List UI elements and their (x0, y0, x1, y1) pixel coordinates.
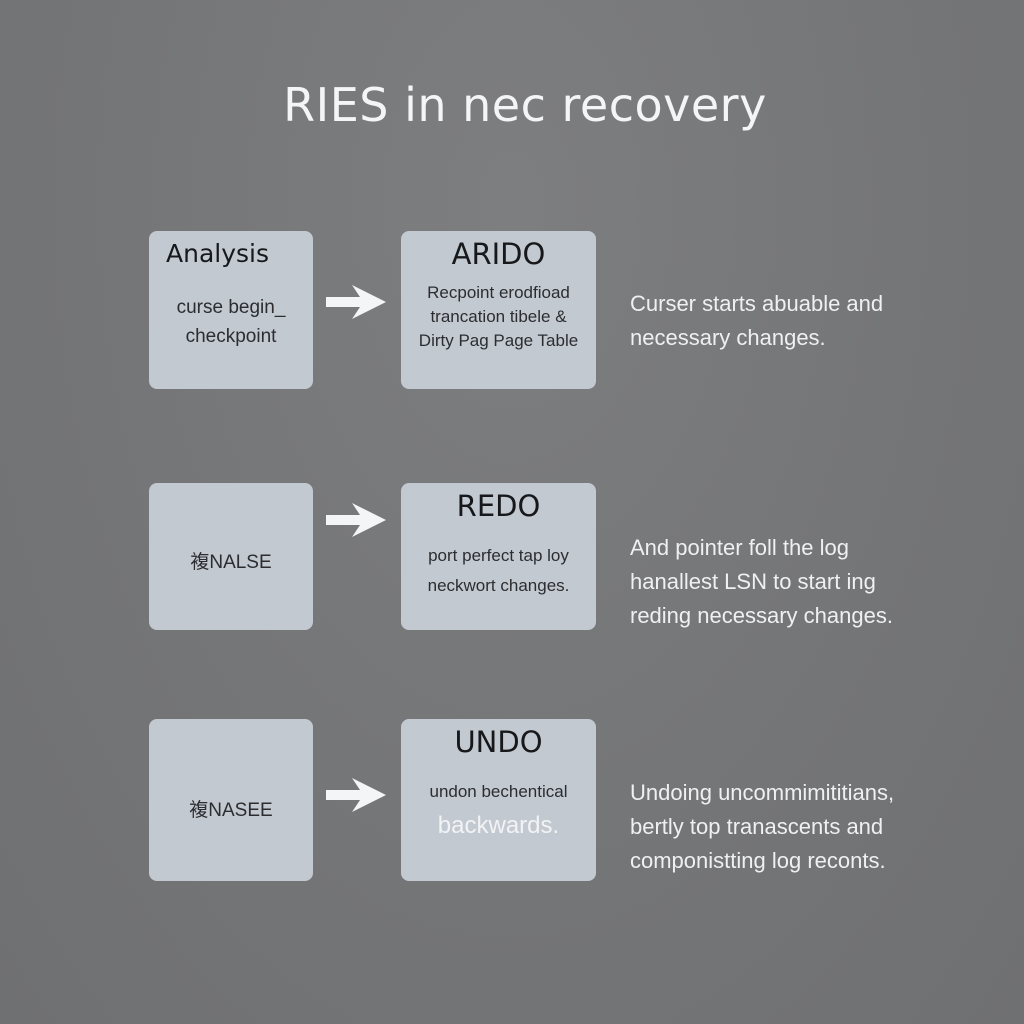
description-line: necessary changes. (630, 325, 826, 350)
analysis-line: curse begin_ (176, 297, 286, 318)
undo-description: Undoing uncommimititians, bertly top tra… (630, 776, 1010, 878)
analysis-body: curse begin_ checkpoint (149, 293, 313, 351)
redo-body: port perfect tap loy neckwort changes. (401, 541, 596, 601)
nalse-label: 複NALSE (190, 552, 272, 573)
analysis-line: checkpoint (185, 326, 277, 347)
redo-line: port perfect tap loy (428, 546, 569, 565)
nasee-label: 複NASEE (189, 800, 273, 821)
redo-heading: REDO (456, 489, 541, 523)
redo-description: And pointer foll the log hanallest LSN t… (630, 531, 1010, 633)
undo-box: UNDO undon bechentical backwards. (401, 719, 596, 881)
description-line: And pointer foll the log (630, 535, 849, 560)
redo-box: REDO port perfect tap loy neckwort chang… (401, 483, 596, 630)
arido-line: Dirty Pag Page Table (418, 331, 579, 350)
undo-emphasis: backwards. (437, 812, 560, 839)
arido-box: ARIDO Recpoint erodfioad trancation tibe… (401, 231, 596, 389)
redo-line: neckwort changes. (427, 576, 570, 595)
arido-heading: ARIDO (451, 237, 546, 271)
right-arrow-icon (326, 285, 386, 319)
right-arrow-icon (326, 503, 386, 537)
arido-line: trancation tibele & (430, 307, 567, 326)
analysis-heading: Analysis (166, 239, 270, 268)
description-line: componistting log reconts. (630, 848, 886, 873)
description-line: Curser starts abuable and (630, 291, 884, 316)
description-line: hanallest LSN to start ing (630, 569, 876, 594)
analysis-box: Analysis curse begin_ checkpoint (149, 231, 313, 389)
arido-description: Curser starts abuable and necessary chan… (630, 287, 1010, 355)
description-line: bertly top tranascents and (630, 814, 884, 839)
diagram-title: RIES in nec recovery (283, 78, 767, 132)
description-line: Undoing uncommimititians, (630, 780, 895, 805)
undo-heading: UNDO (454, 725, 543, 759)
undo-body: undon bechentical backwards. (401, 779, 596, 839)
nasee-box: 複NASEE (149, 719, 313, 881)
right-arrow-icon (326, 778, 386, 812)
undo-line: undon bechentical (429, 782, 568, 801)
arido-body: Recpoint erodfioad trancation tibele & D… (401, 281, 596, 353)
description-line: reding necessary changes. (630, 603, 893, 628)
nalse-box: 複NALSE (149, 483, 313, 630)
arido-line: Recpoint erodfioad (427, 283, 570, 302)
